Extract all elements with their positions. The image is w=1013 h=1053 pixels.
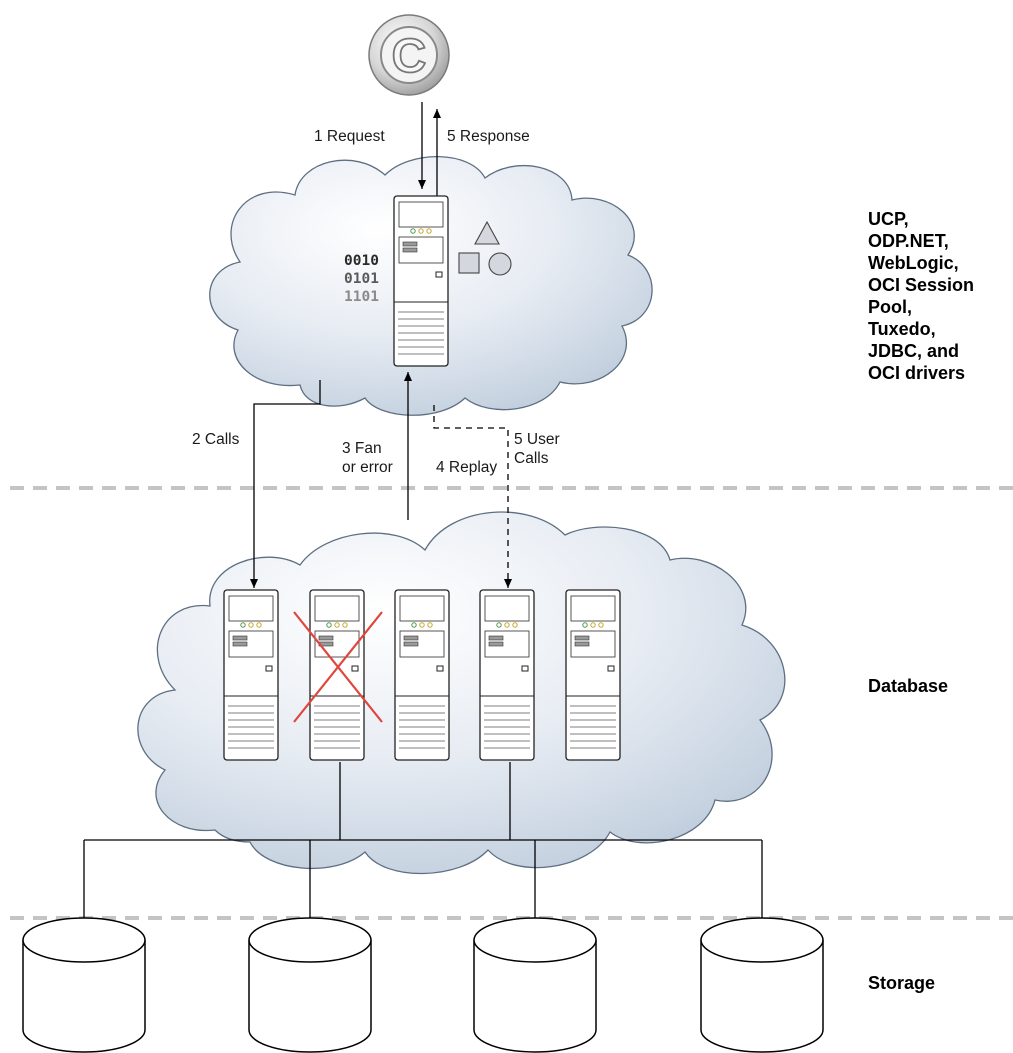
- user-calls-label-line-2: Calls: [514, 450, 549, 467]
- user-calls-label-line-1: 5 User: [514, 431, 560, 448]
- storage-disk: [473, 917, 597, 1053]
- database-server: [394, 589, 450, 761]
- storage-disk: [248, 917, 372, 1053]
- storage-disk: [700, 917, 824, 1053]
- database-servers: [223, 589, 621, 761]
- client-copyright-icon: C: [368, 14, 450, 96]
- failure-x-icon: [293, 611, 383, 723]
- app-tier-label-line: JDBC, and: [868, 341, 960, 361]
- app-tier-label-line: ODP.NET,: [868, 231, 949, 251]
- app-server: [393, 195, 449, 367]
- square-icon: [458, 252, 480, 274]
- circle-icon: [488, 252, 512, 276]
- app-tier-label-line: UCP,: [868, 209, 909, 229]
- database-label: Database: [868, 676, 949, 696]
- client-symbol: C: [392, 30, 427, 83]
- database-server: [309, 589, 365, 761]
- app-tier-label-line: Pool,: [868, 297, 912, 317]
- app-tier-label: UCP, ODP.NET, WebLogic, OCI Session Pool…: [868, 208, 974, 384]
- database-server: [565, 589, 621, 761]
- database-tier-cloud: [137, 511, 786, 875]
- triangle-icon: [474, 220, 500, 245]
- request-label: 1 Request: [314, 128, 385, 145]
- database-server: [223, 589, 279, 761]
- database-server: [479, 589, 535, 761]
- storage-disks: [22, 917, 824, 1053]
- binary-row-3: 1101: [344, 289, 379, 305]
- binary-row-1: 0010: [344, 253, 379, 269]
- response-label: 5 Response: [447, 128, 530, 145]
- app-tier-label-line: OCI Session: [868, 275, 975, 295]
- app-tier-label-line: WebLogic,: [868, 253, 959, 273]
- fan-label-line-1: 3 Fan: [342, 440, 382, 457]
- replay-arrow: [433, 405, 512, 588]
- binary-row-2: 0101: [344, 271, 379, 287]
- app-tier-label-line: Tuxedo,: [868, 319, 936, 339]
- fan-label-line-2: or error: [342, 459, 393, 476]
- replay-label: 4 Replay: [436, 459, 497, 476]
- storage-disk: [22, 917, 146, 1053]
- database-tier-label: Database: [868, 675, 948, 697]
- calls-label: 2 Calls: [192, 431, 240, 448]
- calls-arrow: [250, 380, 321, 588]
- storage-tier-label: Storage: [868, 972, 935, 994]
- app-tier-label-line: OCI drivers: [868, 363, 966, 383]
- storage-network: [83, 762, 763, 918]
- storage-label: Storage: [868, 973, 936, 993]
